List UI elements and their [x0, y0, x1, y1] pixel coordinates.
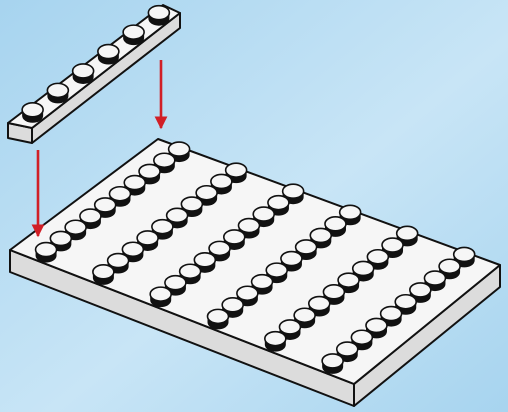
plate-stud — [73, 64, 94, 84]
baseplate-stud — [150, 287, 171, 307]
plate-stud — [98, 45, 119, 65]
baseplate-stud — [208, 309, 229, 329]
plate-stud — [22, 103, 43, 123]
baseplate-stud — [93, 265, 114, 285]
plate-stud — [47, 83, 68, 103]
plate-stud — [148, 6, 169, 26]
plate-stud — [123, 25, 144, 45]
baseplate-stud — [36, 243, 57, 263]
baseplate-stud — [265, 332, 286, 352]
baseplate-stud — [322, 354, 343, 374]
